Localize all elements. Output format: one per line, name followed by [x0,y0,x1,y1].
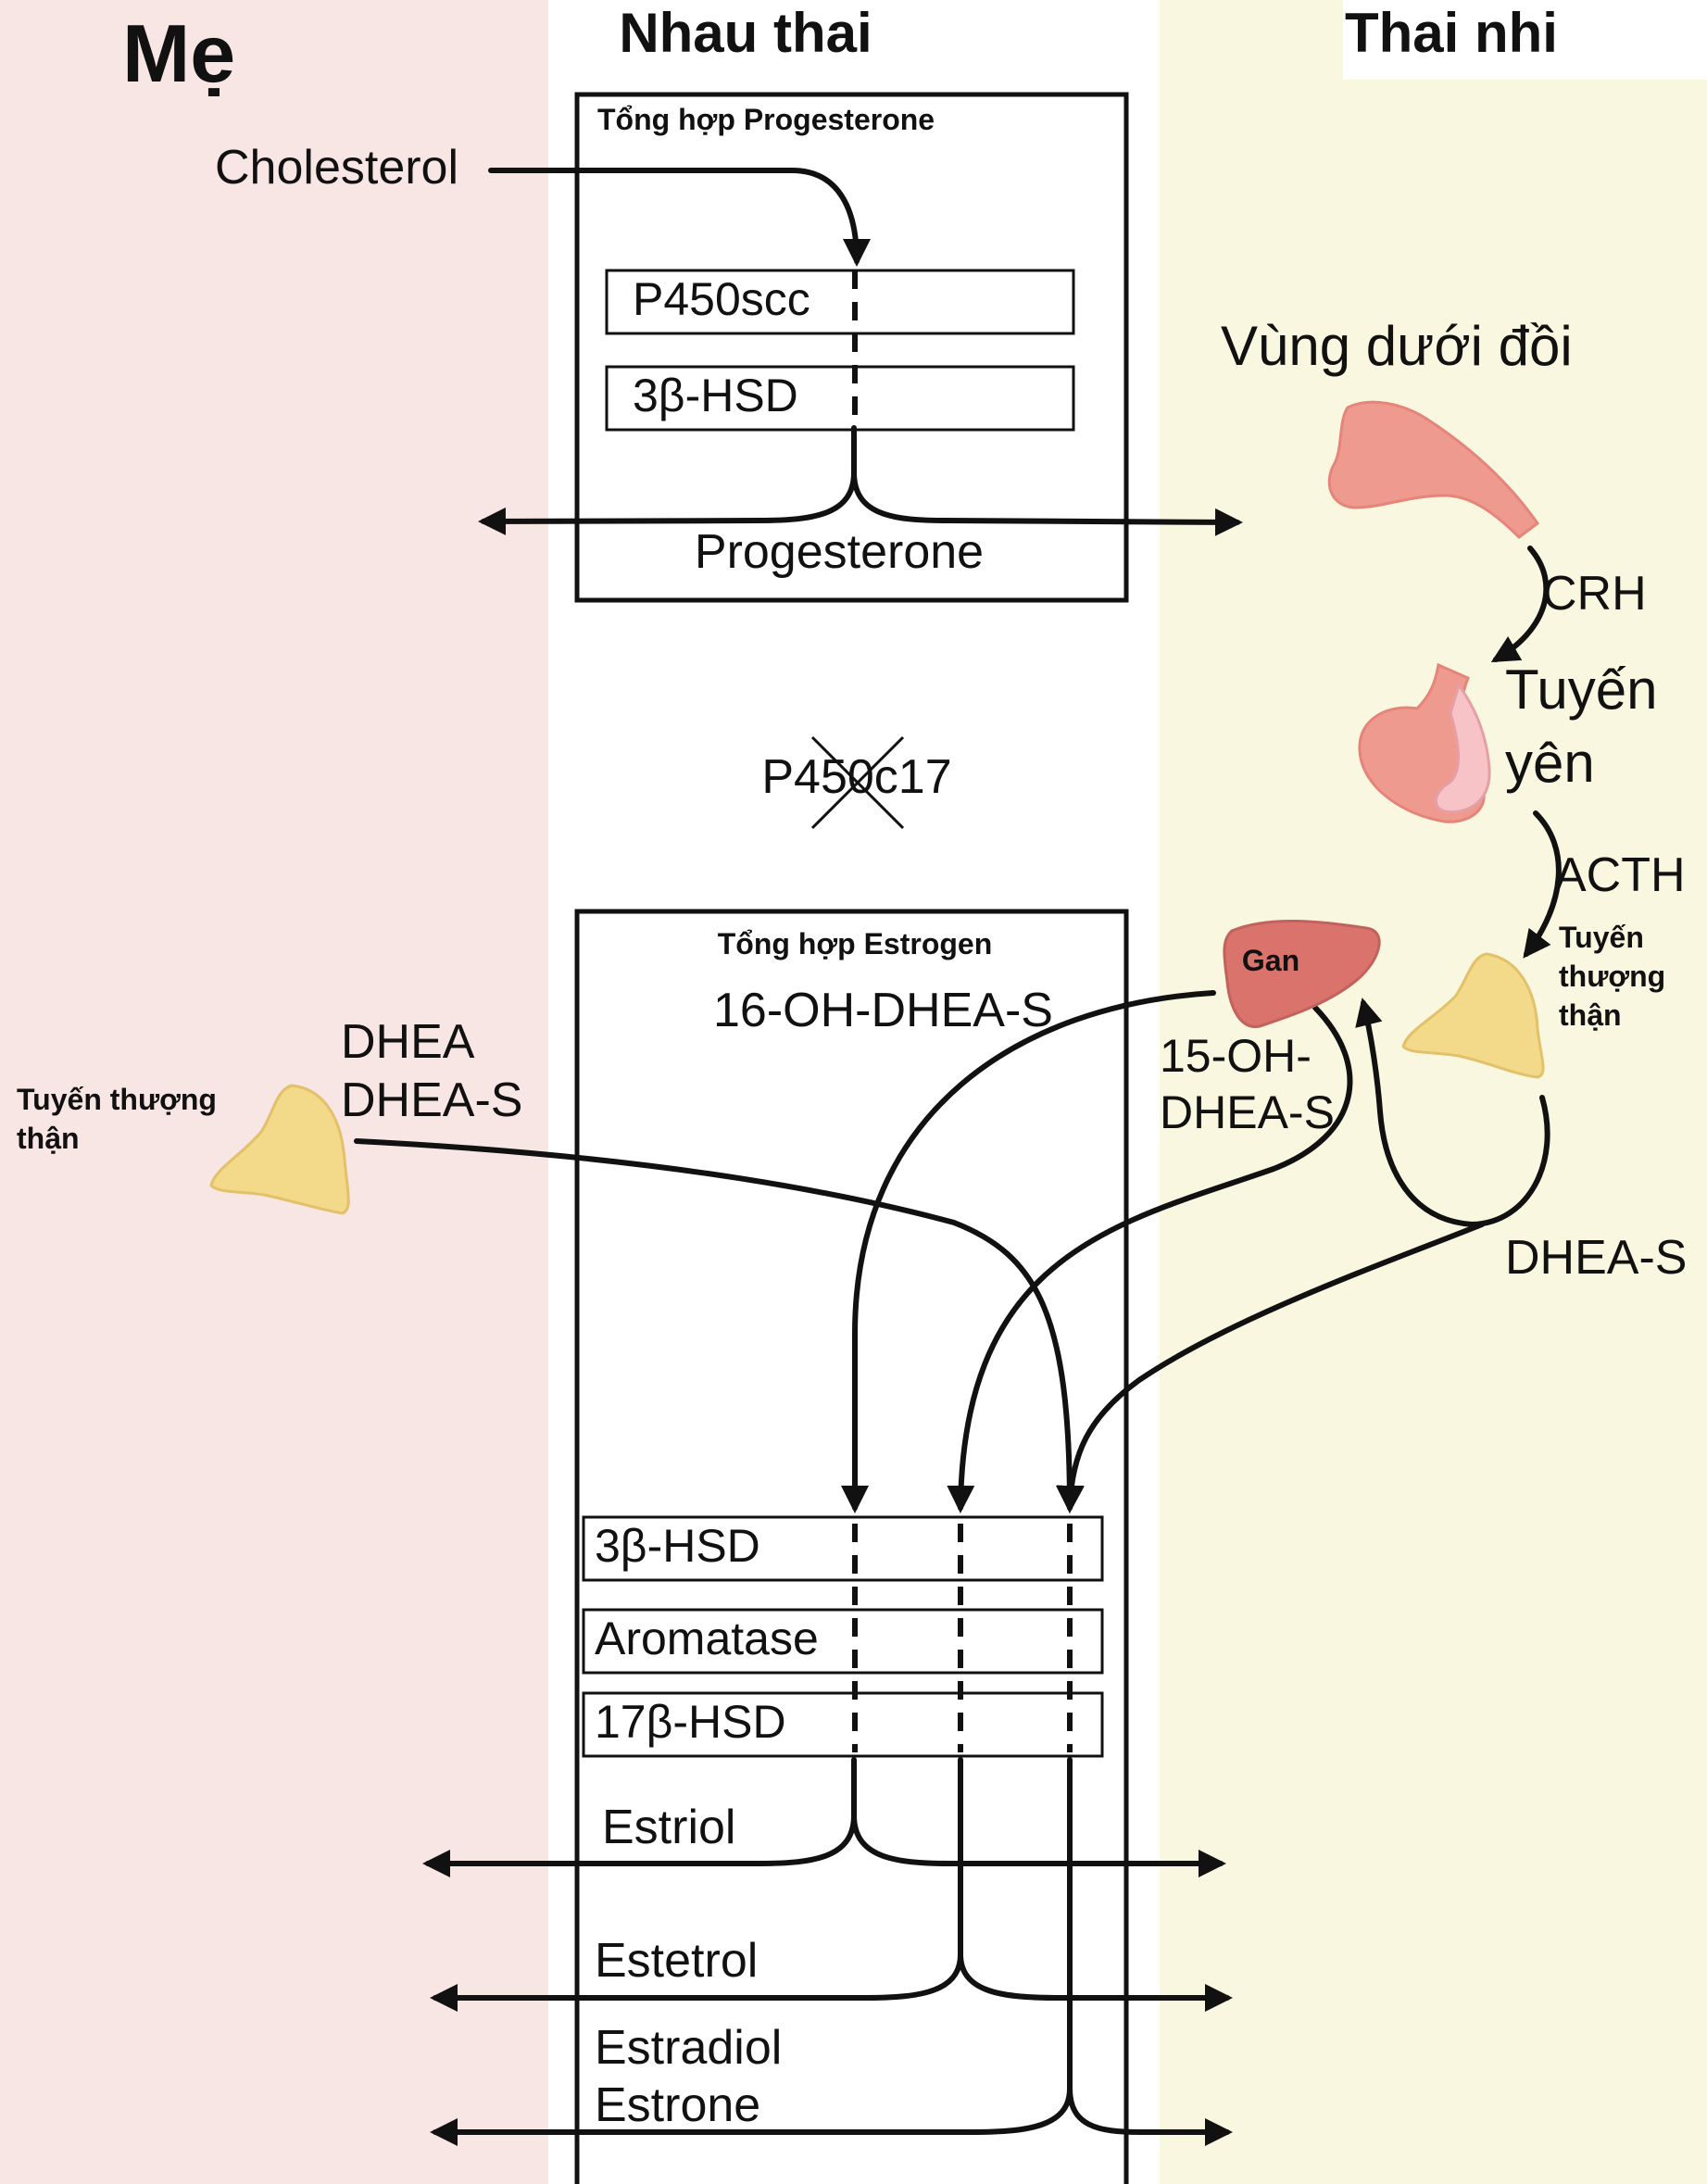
fetal-adrenal-gland [1401,952,1545,1079]
product-estriol: Estriol [602,1801,735,1854]
fetal-adrenal-label-2: thượng [1559,960,1665,993]
acth-arrow [1523,810,1562,959]
maternal-adrenal-gland [209,1084,350,1215]
fetal-dheas-to-placenta [1056,1222,1485,1513]
pituitary-posterior [1435,682,1491,814]
cross-mark-2 [810,735,905,830]
oh15-label-1: 15-OH- [1160,1030,1312,1082]
fetal-dheas-label: DHEA-S [1505,1231,1687,1285]
progesterone-label: Progesterone [695,525,984,579]
enzyme-3bhsd-box [605,365,1075,432]
estrogen-box-title: Tổng hợp Estrogen [718,927,993,960]
progesterone-to-fetus [851,470,1243,536]
maternal-adrenal-label-1: Tuyến thượng [17,1083,217,1116]
pituitary-label-1: Tuyến [1505,659,1658,721]
enzyme-3bhsd-prog: 3β-HSD [633,370,798,421]
substrate-16oh-dheas: 16-OH-DHEA-S [713,984,1053,1037]
pituitary-label-2: yên [1505,732,1595,794]
enzyme-17bhsd-box [582,1691,1104,1758]
estriol-to-fetus [851,1813,1226,1877]
enzyme-aromatase: Aromatase [595,1613,819,1664]
product-estetrol: Estetrol [595,1934,758,1988]
15oh-dheas-arrow [947,1005,1353,1513]
cholesterol-arrow [488,168,871,267]
liver-organ [1223,919,1381,1028]
enzyme-aromatase-box [582,1608,1104,1675]
enzyme-17bhsd: 17β-HSD [595,1696,786,1748]
fetal-adrenal-label-1: Tuyến [1559,921,1644,954]
fetus-header-bg [1343,0,1707,80]
product-estradiol: Estradiol [595,2021,782,2075]
acth-label: ACTH [1554,848,1686,902]
progesterone-box [574,92,1129,603]
fetus-header: Thai nhi [1345,2,1558,64]
enzyme-p450scc: P450scc [633,273,810,325]
maternal-dhea-arrow [354,1138,1084,1513]
estrogen-box [574,909,1129,2184]
fetal-adrenal-to-liver [1355,998,1550,1227]
progesterone-box-title: Tổng hợp Progesterone [597,103,935,136]
maternal-dheas-label: DHEA-S [341,1073,522,1127]
oh15-label-2: DHEA-S [1160,1086,1335,1138]
16oh-dheas-arrow [841,990,1216,1513]
liver-label: Gan [1242,944,1299,977]
maternal-dhea-label: DHEA [341,1015,475,1069]
mother-zone [0,0,548,2184]
maternal-adrenal-label-2: thận [17,1122,80,1155]
estetrol-to-fetus [958,1952,1233,2012]
fetus-zone [1160,0,1707,2184]
placenta-header: Nhau thai [619,2,872,64]
hypothalamus-label: Vùng dưới đồi [1221,315,1573,377]
hypothalamus-organ [1327,400,1540,539]
cholesterol-label: Cholesterol [215,141,458,195]
estradiol-to-fetus [1067,2086,1233,2146]
enzyme-p450scc-box [605,269,1075,335]
blocked-enzyme-p450c17: P450c17 [761,750,951,804]
crh-arrow [1490,546,1550,663]
fetal-adrenal-label-3: thận [1559,998,1622,1032]
enzyme-3bhsd-estrogen-box [582,1515,1104,1582]
crh-label: CRH [1542,567,1647,621]
enzyme-3bhsd-estrogen: 3β-HSD [595,1520,760,1572]
product-estrone: Estrone [595,2078,760,2132]
mother-header: Mẹ [122,7,235,99]
